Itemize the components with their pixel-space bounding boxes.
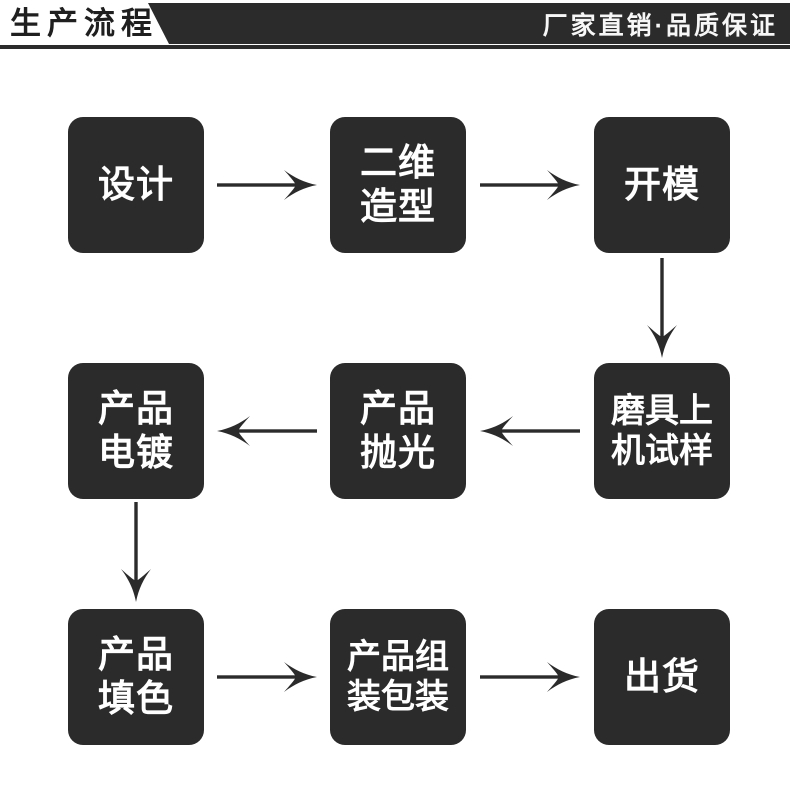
arrow-down-icon: [646, 258, 678, 358]
arrow-right-icon: [480, 169, 580, 201]
arrow-right-icon: [480, 661, 580, 693]
flow-step-2d-modeling: 二维 造型: [330, 117, 466, 253]
header-divider: [0, 45, 790, 49]
arrow-left-icon: [217, 415, 317, 447]
arrow-right-icon: [217, 169, 317, 201]
header-banner: 厂家直销·品质保证: [148, 3, 790, 44]
arrow-right-icon: [217, 661, 317, 693]
flow-step-mold-trial-sample: 磨具上 机试样: [594, 363, 730, 499]
arrow-down-icon: [120, 502, 152, 602]
flow-step-product-polishing: 产品 抛光: [330, 363, 466, 499]
header-tagline: 厂家直销·品质保证: [542, 11, 778, 40]
flow-step-mold-making: 开模: [594, 117, 730, 253]
flow-step-product-coloring: 产品 填色: [68, 609, 204, 745]
flow-step-shipping: 出货: [594, 609, 730, 745]
flow-step-product-plating: 产品 电镀: [68, 363, 204, 499]
flow-step-assembly-packaging: 产品组 装包装: [330, 609, 466, 745]
page-title: 生产流程: [10, 6, 158, 41]
flow-step-design: 设计: [68, 117, 204, 253]
arrow-left-icon: [480, 415, 580, 447]
